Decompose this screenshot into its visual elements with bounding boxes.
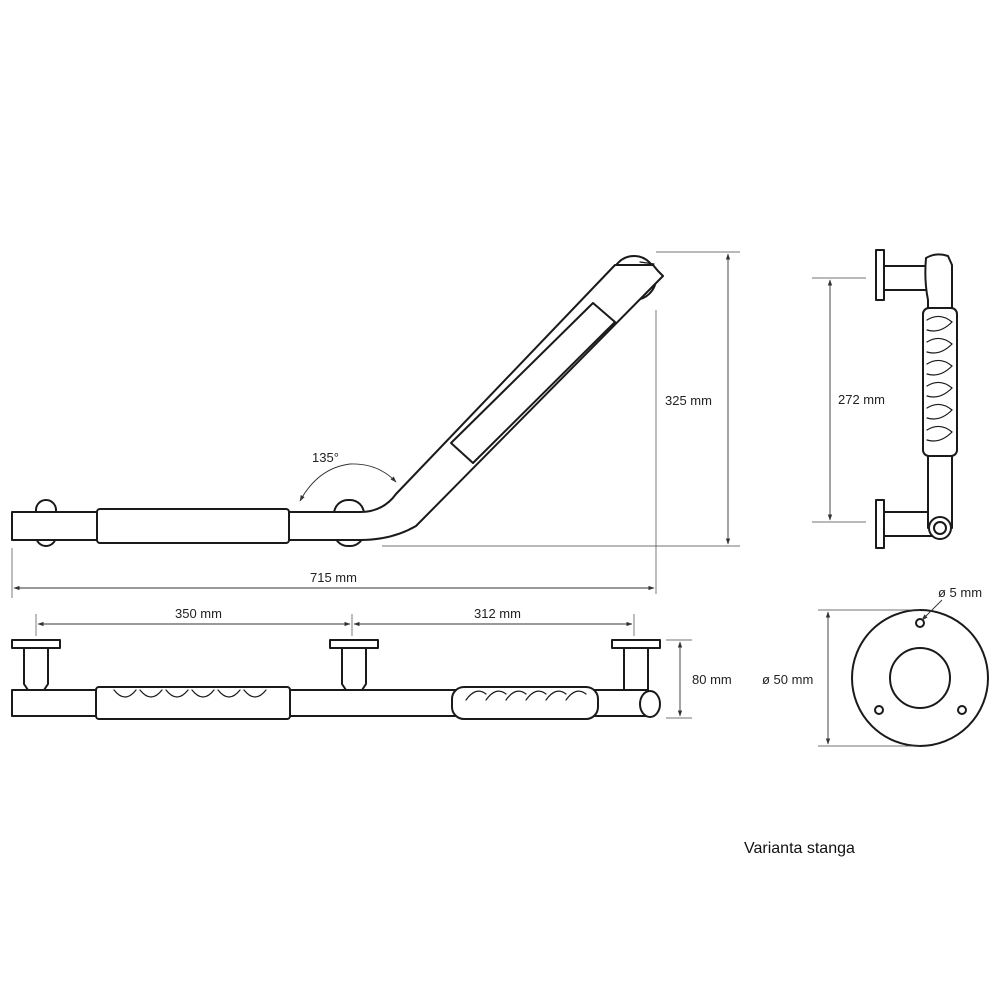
flange-screw-hole-right [957, 705, 967, 715]
top-horizontal-grip [96, 508, 290, 544]
flange-screw-hole-top [915, 618, 925, 628]
front-right-grip [451, 686, 599, 720]
front-middle-plate [329, 639, 379, 649]
length-total-dimension: 715 mm [11, 548, 655, 598]
span-right-label: 312 mm [474, 606, 521, 621]
height-total-label: 325 mm [665, 393, 712, 408]
hole-diameter-label: ø 5 mm [938, 585, 982, 600]
side-top-wall-plate [875, 249, 885, 301]
angle-indicator: 135° [299, 450, 397, 502]
length-total-label: 715 mm [310, 570, 357, 585]
variant-caption: Varianta stanga [744, 840, 855, 857]
top-tube [11, 264, 664, 541]
angle-label: 135° [312, 450, 339, 465]
side-view-bar [875, 249, 958, 549]
flange-diameter-label: ø 50 mm [762, 672, 813, 687]
flange-detail [851, 609, 989, 747]
front-right-plate [611, 639, 661, 649]
height-total-dimension: 325 mm [382, 251, 740, 594]
span-left-label: 350 mm [175, 606, 222, 621]
front-left-plate [11, 639, 61, 649]
side-bottom-wall-plate [875, 499, 885, 549]
front-view-bar [11, 639, 661, 720]
height-inner-dimension: 272 mm [812, 277, 885, 523]
flange-inner-circle [889, 647, 951, 709]
depth-dimension: 80 mm [666, 639, 732, 719]
hole-diameter-callout: ø 5 mm [921, 585, 982, 621]
top-view-angled-bar [11, 255, 664, 547]
flange-diameter-dimension: ø 50 mm [762, 609, 920, 747]
top-diagonal-grip [450, 302, 616, 464]
flange-screw-hole-left [874, 705, 884, 715]
height-inner-label: 272 mm [838, 392, 885, 407]
depth-label: 80 mm [692, 672, 732, 687]
span-dimensions: 350 mm 312 mm [35, 606, 635, 636]
